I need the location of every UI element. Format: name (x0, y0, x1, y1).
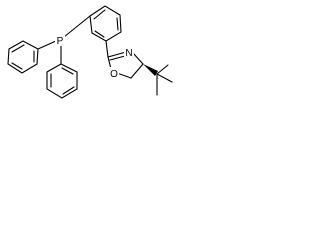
c4-c5-bond (130, 63, 144, 79)
structure-canvas: P N O (0, 0, 176, 115)
central-ring-double-bond-3 (94, 30, 105, 38)
c2-n-double-bond (107, 51, 127, 58)
phosphorus-atom: P (55, 34, 65, 47)
phosphorus-label: P (57, 36, 64, 47)
phenyl1-double-bond-2 (11, 62, 23, 70)
oxygen-atom: O (109, 67, 119, 80)
tbutyl-methyl-right (156, 73, 173, 83)
phosphorus-to-phenyl1-bond (37, 40, 57, 50)
molecule-structure-svg: P N O (7, 5, 173, 99)
stereo-wedge-bond (143, 64, 158, 76)
ring-to-oxazoline-bond (105, 40, 109, 58)
nitrogen-atom: N (124, 46, 134, 59)
phenyl1-double-bond-1 (11, 44, 25, 53)
tert-butyl-group (156, 64, 173, 96)
n-c4-bond (132, 52, 144, 65)
c2-n-double-bond-inner (109, 55, 126, 61)
phenyl2-double-bond-2 (62, 86, 75, 95)
phenyl2-double-bond-3 (61, 67, 74, 75)
oxygen-label: O (110, 69, 118, 80)
phenyl-ring-2 (46, 63, 78, 99)
phenyl2-outline (46, 63, 78, 99)
tbutyl-methyl-up (156, 64, 169, 75)
nitrogen-label: N (125, 48, 132, 59)
central-benzene-ring (89, 5, 122, 42)
c5-o-bond (116, 72, 132, 79)
central-ring-double-bond-1 (93, 9, 106, 20)
central-ring-double-bond-2 (116, 17, 119, 31)
phenyl-ring-1 (7, 40, 39, 74)
ring-to-phosphorus-bond (63, 15, 91, 38)
phenyl1-outline (7, 40, 39, 74)
central-ring-outline (89, 5, 122, 42)
